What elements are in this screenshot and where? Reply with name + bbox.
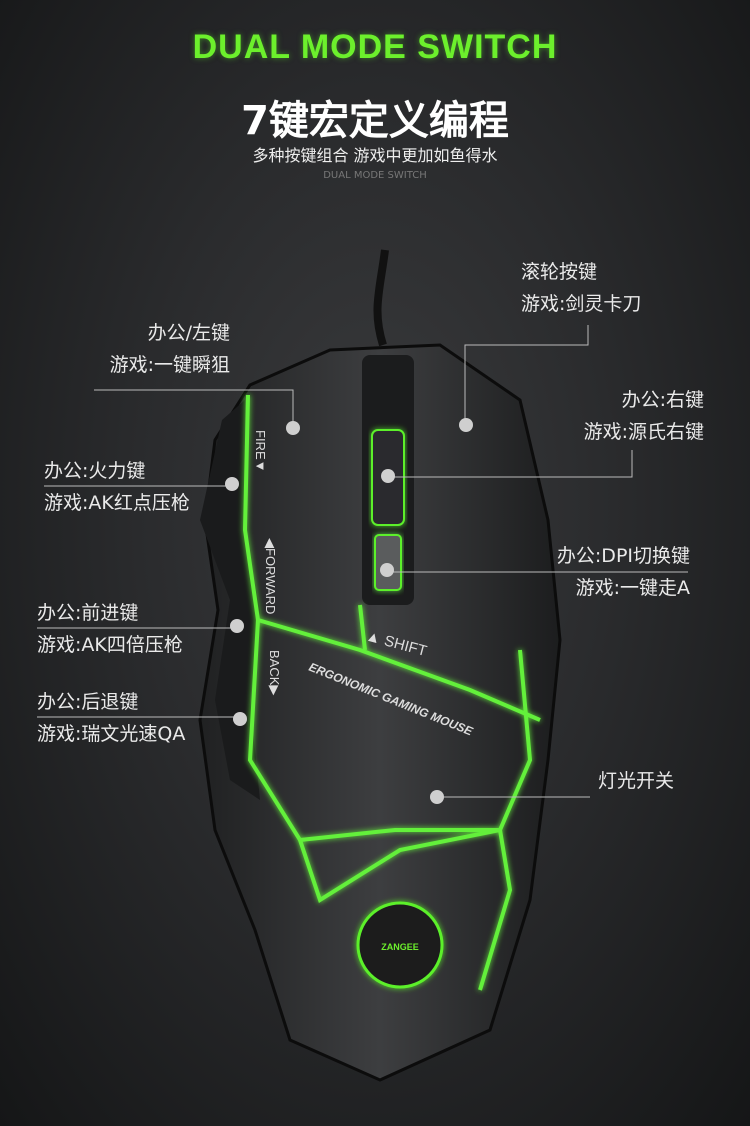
logo-emblem [356, 901, 444, 989]
fire-dot [225, 477, 239, 491]
callout-forward-line1: 办公:前进键 [37, 602, 139, 624]
back-label: BACK▶ [267, 650, 282, 695]
right-button-dot [459, 418, 473, 432]
callout-forward-line2: 游戏:AK四倍压枪 [37, 634, 183, 656]
callout-dpi-line2: 游戏:一键走A [575, 577, 690, 599]
callout-dpi-line1: 办公:DPI切换键 [556, 545, 690, 567]
mouse-body [198, 343, 562, 1082]
callout-light-line1: 灯光开关 [598, 770, 675, 792]
callout-dpi: 办公:DPI切换键 游戏:一键走A [557, 540, 690, 604]
green-led-lines [242, 394, 541, 991]
callout-light: 灯光开关 [598, 765, 674, 797]
callout-back-line2: 游戏:瑞文光速QA [37, 723, 186, 745]
callout-right: 办公:右键 游戏:源氏右键 [584, 384, 704, 448]
callout-left-line2: 游戏:一键瞬狙 [109, 354, 230, 376]
small-subtitle: DUAL MODE SWITCH [323, 170, 427, 181]
callout-forward: 办公:前进键 游戏:AK四倍压枪 [37, 597, 183, 661]
callout-fire: 办公:火力键 游戏:AK红点压枪 [44, 455, 190, 519]
dpi-dot [380, 563, 394, 577]
scroll-dot [381, 469, 395, 483]
callout-scroll: 滚轮按键 游戏:剑灵卡刀 [521, 256, 641, 320]
title-chinese: 7键宏定义编程 [241, 98, 509, 144]
callout-back: 办公:后退键 游戏:瑞文光速QA [37, 686, 185, 750]
back-dot [233, 712, 247, 726]
fire-label: FIRE▼ [253, 430, 268, 472]
callout-left-line1: 办公/左键 [147, 322, 230, 344]
callout-back-line1: 办公:后退键 [37, 691, 139, 713]
callout-fire-line1: 办公:火力键 [44, 460, 146, 482]
callout-left: 办公/左键 游戏:一键瞬狙 [110, 317, 230, 381]
callout-fire-line2: 游戏:AK红点压枪 [44, 492, 190, 514]
dpi-button [374, 534, 402, 591]
light-dot [430, 790, 444, 804]
left-button-dot [286, 421, 300, 435]
callout-right-line2: 游戏:源氏右键 [583, 421, 704, 443]
callout-dots [225, 418, 473, 804]
title-english: DUAL MODE SWITCH [192, 28, 558, 66]
forward-label: ◀FORWARD [263, 538, 278, 614]
callout-lines [37, 325, 688, 798]
subtitle: 多种按键组合 游戏中更加如鱼得水 [252, 146, 498, 165]
forward-dot [230, 619, 244, 633]
callout-scroll-line1: 滚轮按键 [521, 261, 598, 283]
callout-scroll-line2: 游戏:剑灵卡刀 [521, 293, 642, 315]
logo-text: ZANGEE [381, 942, 419, 952]
callout-right-line1: 办公:右键 [621, 389, 704, 411]
cable [373, 249, 389, 347]
